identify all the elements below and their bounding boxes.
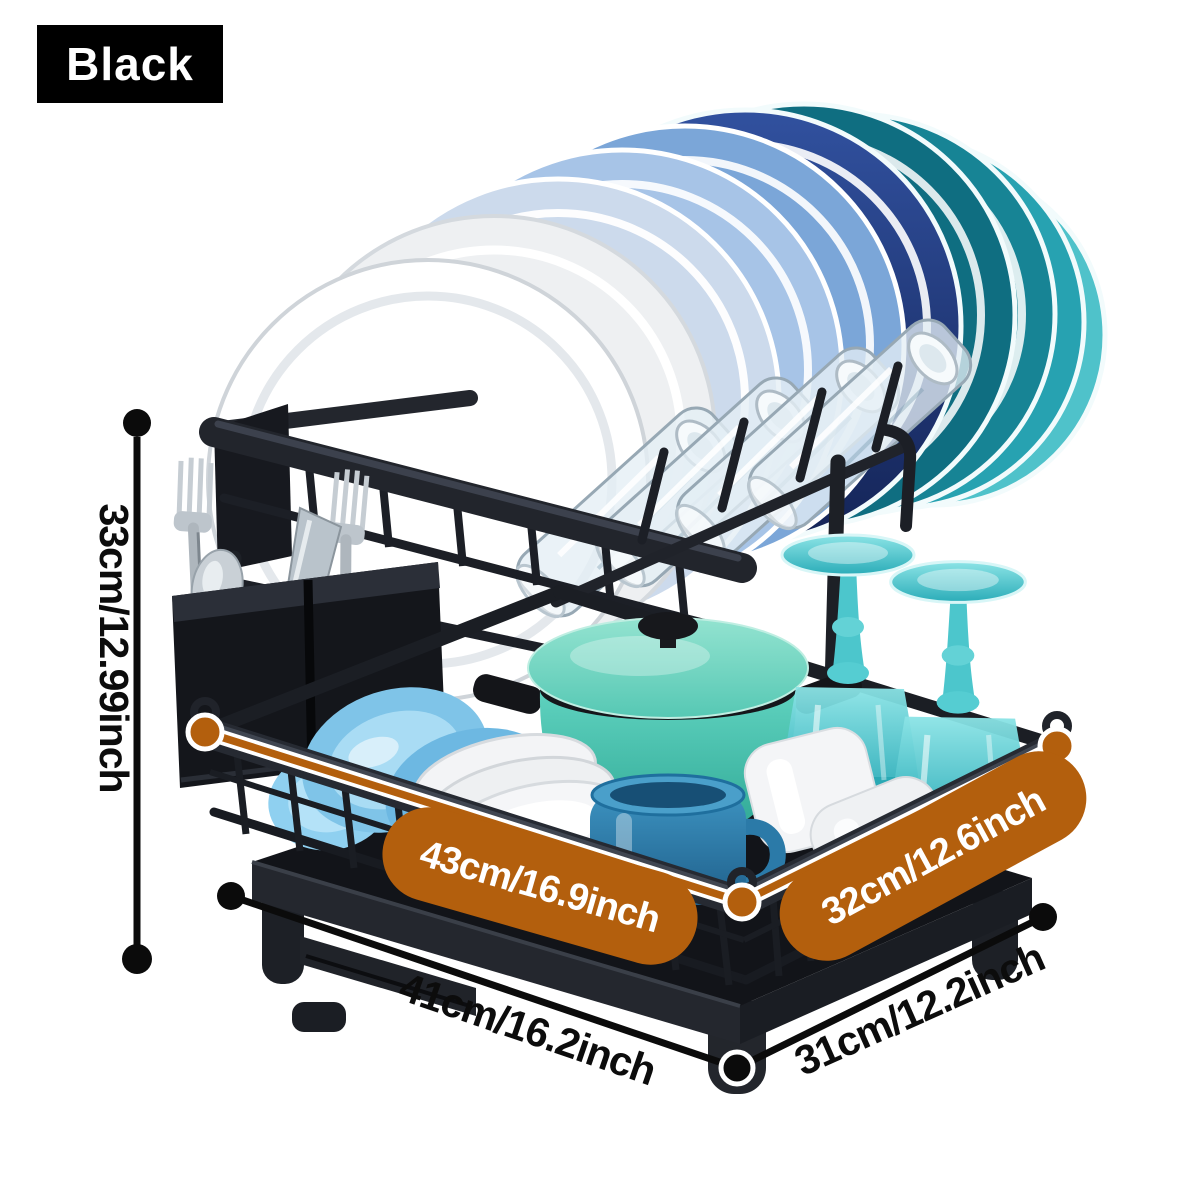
- drainboard-edge: [251, 860, 741, 1008]
- rack-wire: [675, 560, 689, 624]
- dimension-dot: [1029, 903, 1057, 931]
- glass-hook-wire: [717, 417, 749, 513]
- pot-handle: [473, 674, 543, 714]
- dimension-dot: [122, 944, 152, 974]
- glass-hook-wire: [871, 361, 903, 453]
- dimension-dot: [718, 1049, 756, 1087]
- rack-hook: [880, 424, 917, 532]
- rack-rail: [199, 417, 757, 583]
- pill-background: [779, 751, 1087, 961]
- variant-badge: Black: [37, 25, 223, 103]
- dimension-dot: [217, 882, 245, 910]
- drainboard-front-right: [740, 878, 1032, 1044]
- plates-stack: [206, 101, 1108, 702]
- glass-rest-rail: [550, 440, 912, 608]
- glass-hook-wire: [795, 387, 827, 483]
- drain-spout-bracket: [292, 1002, 346, 1032]
- height-dimension-label: 33cm/12.99inch: [91, 503, 137, 792]
- dimension-dot: [123, 409, 151, 437]
- rack-rim-highlight: [739, 734, 1060, 896]
- pot-lid-highlight: [570, 636, 710, 676]
- rack-rail: [198, 585, 567, 739]
- drain-spout-shadow: [305, 954, 471, 1008]
- glass-hook-wire: [637, 447, 669, 545]
- base-length-dimension-line: [229, 892, 739, 1072]
- rack-rim-highlight: [202, 720, 745, 896]
- pot-knob: [638, 612, 698, 640]
- variant-badge-label: Black: [66, 38, 194, 90]
- rack-rail-highlight: [214, 420, 742, 562]
- pill-background: [382, 807, 698, 965]
- drainboard-front-left: [252, 862, 740, 1044]
- rack-wire: [379, 484, 393, 548]
- rack-wire: [453, 503, 467, 567]
- dimension-dot-orange: [185, 712, 225, 752]
- rack-wire: [527, 522, 541, 586]
- cutlery-holder-divider: [303, 579, 317, 773]
- dimension-dot-orange: [722, 882, 762, 922]
- base-width-dimension-line: [735, 913, 1045, 1072]
